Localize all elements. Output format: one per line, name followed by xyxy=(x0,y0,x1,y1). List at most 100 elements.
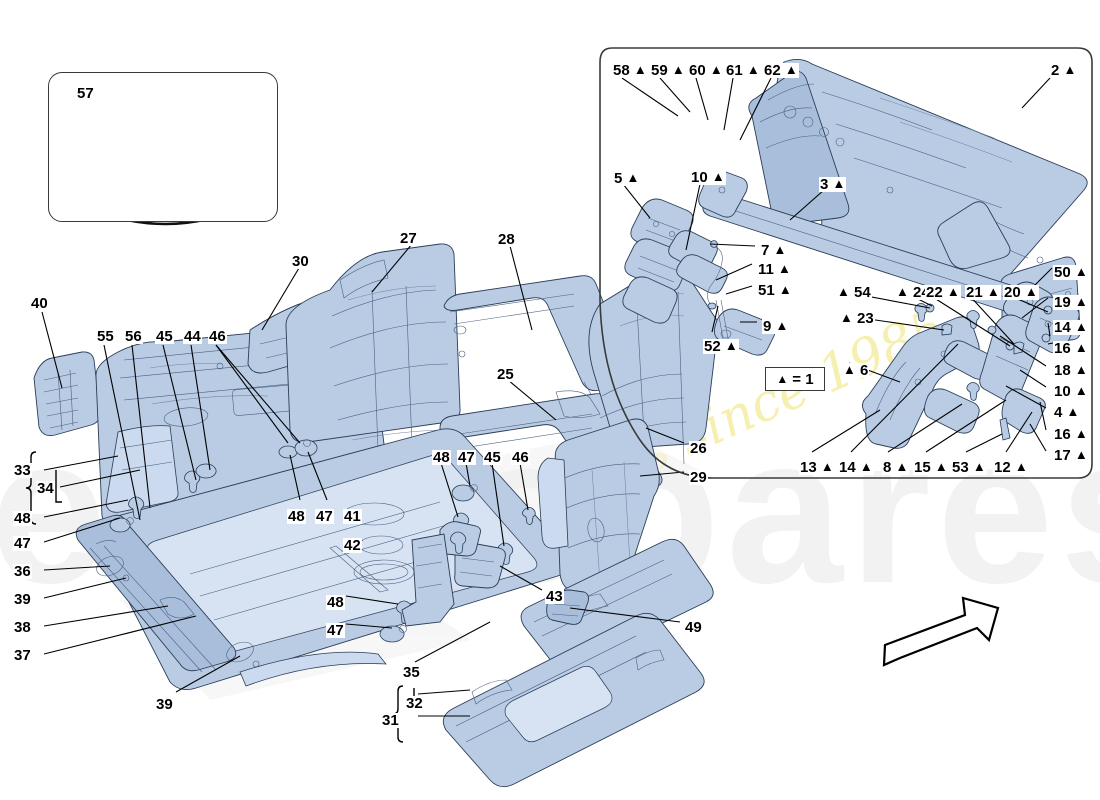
callout-number: 19 xyxy=(1054,294,1071,311)
callout-39: 39 xyxy=(13,592,32,607)
callout-number: 27 xyxy=(400,230,417,247)
quantity-triangle-icon: ▲ xyxy=(837,284,850,299)
quantity-triangle-icon: ▲ xyxy=(986,284,1000,299)
callout-number: 54 xyxy=(854,284,871,301)
callout-inset-16: 16 ▲ xyxy=(1053,427,1089,442)
callout-45: 45 xyxy=(483,450,502,465)
callout-inset-3: 3 ▲ xyxy=(819,177,847,192)
callout-48: 48 xyxy=(326,595,345,610)
callout-32: 32 xyxy=(405,696,424,711)
callout-number: 59 xyxy=(651,62,668,79)
callout-41: 41 xyxy=(343,509,362,524)
callout-number: 48 xyxy=(327,594,344,611)
callout-30: 30 xyxy=(291,254,310,269)
quantity-triangle-icon: ▲ xyxy=(773,242,787,257)
callout-number: 26 xyxy=(690,440,707,457)
callout-number: 11 xyxy=(758,261,774,278)
callout-number: 4 xyxy=(1054,404,1063,421)
callout-number: 46 xyxy=(209,328,226,345)
callout-number: 17 xyxy=(1054,447,1071,464)
callout-inset-51: 51 ▲ xyxy=(757,283,793,298)
callout-number: 10 xyxy=(691,169,708,186)
callout-34: 34 xyxy=(36,481,55,496)
callout-number: 37 xyxy=(14,647,31,664)
part-29-liner xyxy=(537,418,660,611)
part-35-upright xyxy=(401,533,455,627)
quantity-triangle-icon: ▲ xyxy=(934,459,948,474)
callout-number: 49 xyxy=(685,619,702,636)
callout-55: 55 xyxy=(96,329,115,344)
callout-number: 16 xyxy=(1054,340,1071,357)
callout-number: 18 xyxy=(1054,362,1071,379)
callout-number: 62 xyxy=(764,62,781,79)
callout-inset-8: 8 ▲ xyxy=(882,459,910,475)
callout-inset-10: 10 ▲ xyxy=(690,170,726,185)
callout-number: 33 xyxy=(14,462,31,479)
part-40-side-pad xyxy=(33,351,101,437)
callout-inset-13: 13 ▲ xyxy=(799,460,835,475)
callout-29: 29 xyxy=(689,470,708,485)
callout-inset-20: 20 ▲ xyxy=(1003,285,1039,300)
leader-lines-inset xyxy=(621,77,1059,453)
part-43-bracket xyxy=(439,521,506,589)
callout-inset-15: 15 ▲ xyxy=(913,460,949,475)
callout-number: 5 xyxy=(614,170,623,187)
callout-inset-23: ▲ 23 xyxy=(839,311,875,326)
callout-inset-11: 11 ▲ xyxy=(757,262,792,277)
quantity-triangle-icon: ▲ xyxy=(1066,404,1080,419)
callout-31: 31 xyxy=(381,713,400,728)
callout-number: 10 xyxy=(1054,383,1071,400)
callout-43: 43 xyxy=(545,589,564,604)
callout-number: 47 xyxy=(316,508,333,525)
callout-inset-10: 10 ▲ xyxy=(1053,384,1089,399)
callout-40: 40 xyxy=(30,296,49,311)
callout-number: 48 xyxy=(433,449,450,466)
callout-number: 51 xyxy=(758,282,775,299)
callout-number: 45 xyxy=(484,449,501,466)
callout-inset-7: 7 ▲ xyxy=(760,242,788,259)
quantity-triangle-icon: ▲ xyxy=(843,362,856,377)
callout-inset-9: 9 ▲ xyxy=(762,319,790,334)
quantity-triangle-icon: ▲ xyxy=(1074,383,1088,398)
callout-number: 61 xyxy=(726,62,743,79)
callout-number: 7 xyxy=(761,242,770,259)
quantity-triangle-icon: ▲ xyxy=(820,459,834,474)
quantity-triangle-icon: ▲ xyxy=(896,284,909,299)
inset-box-outline xyxy=(599,47,1093,479)
callout-number: 29 xyxy=(690,469,707,486)
callout-number: 35 xyxy=(403,664,420,681)
callout-46: 46 xyxy=(511,450,530,465)
callout-inset-4: 4 ▲ xyxy=(1053,404,1081,421)
key-equals-label: = 1 xyxy=(792,370,814,388)
callout-47: 47 xyxy=(315,509,334,524)
callout-inset-12: 12 ▲ xyxy=(993,460,1029,475)
quantity-triangle-icon: ▲ xyxy=(1074,447,1088,462)
latch-cluster-lower xyxy=(914,296,1080,441)
callout-42: 42 xyxy=(343,538,362,553)
callout-number: 21 xyxy=(966,284,983,301)
callout-inset-21: 21 ▲ xyxy=(965,285,1001,300)
callout-number: 47 xyxy=(14,535,31,552)
callout-inset-60: 60 ▲ xyxy=(688,63,724,78)
callout-number: 31 xyxy=(382,712,399,729)
quantity-triangle-icon: ▲ xyxy=(778,282,792,297)
callout-number: 22 xyxy=(926,284,943,301)
callout-number: 40 xyxy=(31,295,48,312)
callout-inset-14: 14 ▲ xyxy=(838,460,874,475)
quantity-triangle-icon: ▲ xyxy=(709,62,723,77)
callout-number: 46 xyxy=(512,449,529,466)
quantity-triangle-icon: ▲ xyxy=(1014,459,1028,474)
leader-lines-main xyxy=(25,243,685,743)
callout-number: 14 xyxy=(1054,319,1071,336)
callout-inset-54: ▲ 54 xyxy=(836,285,872,300)
quantity-triangle-icon: ▲ xyxy=(895,459,909,474)
callout-number: 50 xyxy=(1054,264,1071,281)
callout-number: 47 xyxy=(327,622,344,639)
callout-number: 48 xyxy=(14,510,31,527)
callout-38: 38 xyxy=(13,620,32,635)
callout-number: 12 xyxy=(994,459,1011,476)
callout-number: 15 xyxy=(914,459,931,476)
callout-inset-2: 2 ▲ xyxy=(1050,63,1078,78)
part-27-wheelarch-carpet xyxy=(285,243,466,451)
